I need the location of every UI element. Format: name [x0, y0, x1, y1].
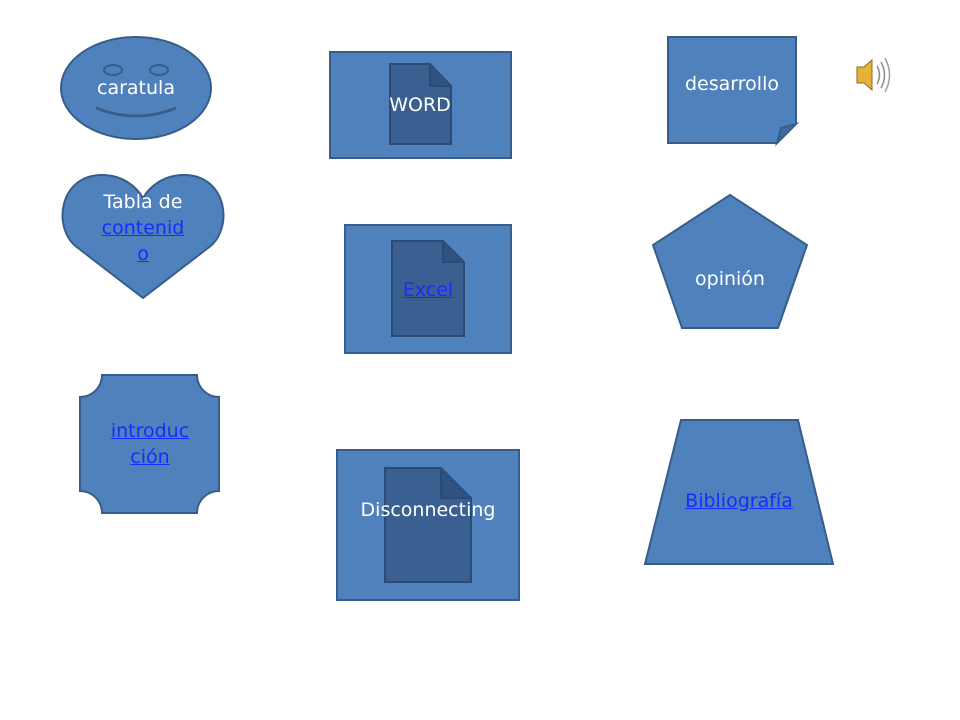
introduccion-plaque-shape[interactable] [79, 374, 220, 514]
smiley-right-eye [149, 64, 169, 76]
desarrollo-label: desarrollo [685, 73, 779, 95]
tabla-label-line1: Tabla de [103, 191, 183, 213]
caratula-label: caratula [97, 77, 175, 99]
introduccion-link-cont[interactable]: ción [130, 446, 170, 468]
opinion-label: opinión [695, 268, 765, 290]
excel-link[interactable]: Excel [402, 279, 454, 301]
bibliografia-link[interactable]: Bibliografía [685, 490, 793, 512]
bibliografia-trapezoid-shape[interactable] [643, 419, 835, 565]
tabla-contenido-link-cont[interactable]: o [137, 243, 149, 265]
disconnecting-label: Disconnecting [360, 499, 496, 521]
smiley-left-eye [103, 64, 123, 76]
disconnecting-shape[interactable] [336, 449, 520, 601]
introduccion-label: introduc ción [90, 418, 210, 470]
tabla-label: Tabla de contenid o [83, 189, 203, 267]
tabla-heart-shape[interactable] [61, 173, 225, 300]
excel-document-icon [391, 240, 465, 337]
excel-label: Excel [368, 277, 488, 303]
desarrollo-shape[interactable] [667, 36, 800, 147]
introduccion-link[interactable]: introduc [110, 420, 190, 442]
word-shape[interactable] [329, 51, 512, 159]
word-label: WORD [389, 94, 451, 116]
speaker-icon[interactable] [856, 57, 891, 93]
caratula-shape[interactable] [60, 36, 212, 140]
excel-shape[interactable] [344, 224, 512, 354]
tabla-contenido-link[interactable]: contenid [101, 217, 185, 239]
bibliografia-label: Bibliografía [669, 488, 809, 514]
smiley-mouth [95, 106, 177, 118]
opinion-pentagon-shape[interactable] [651, 193, 809, 329]
